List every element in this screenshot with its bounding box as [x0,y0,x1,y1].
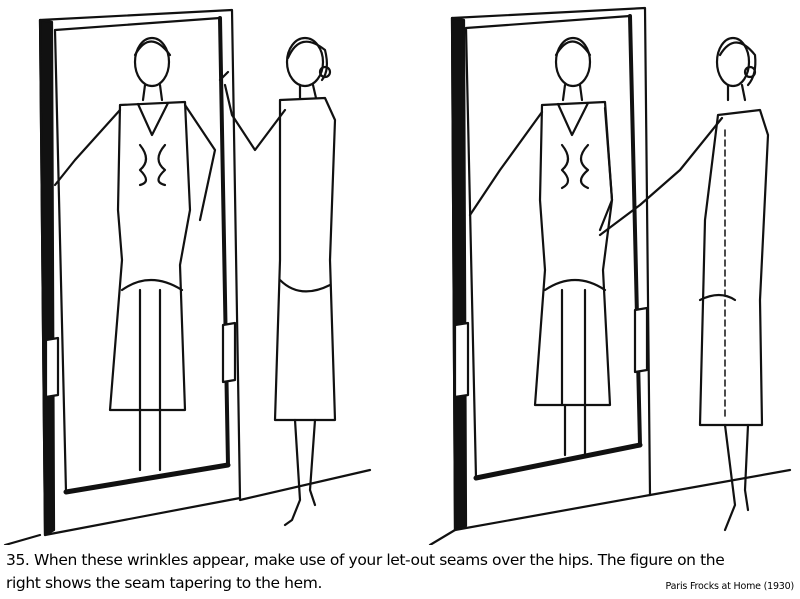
standing-figure-right [600,38,768,530]
mirror-right [452,8,650,530]
reflection-figure-left [55,38,215,470]
mirror-left [40,10,240,535]
source-credit: Paris Frocks at Home (1930) [665,581,795,592]
floor-line-right [430,470,790,545]
standing-figure-left [220,38,335,525]
floor-line-left [5,470,370,545]
illustration [0,0,800,545]
caption-line-1: 35. When these wrinkles appear, make use… [6,551,725,569]
caption-line-2: right shows the seam tapering to the hem… [6,574,322,592]
reflection-figure-right [470,38,612,455]
